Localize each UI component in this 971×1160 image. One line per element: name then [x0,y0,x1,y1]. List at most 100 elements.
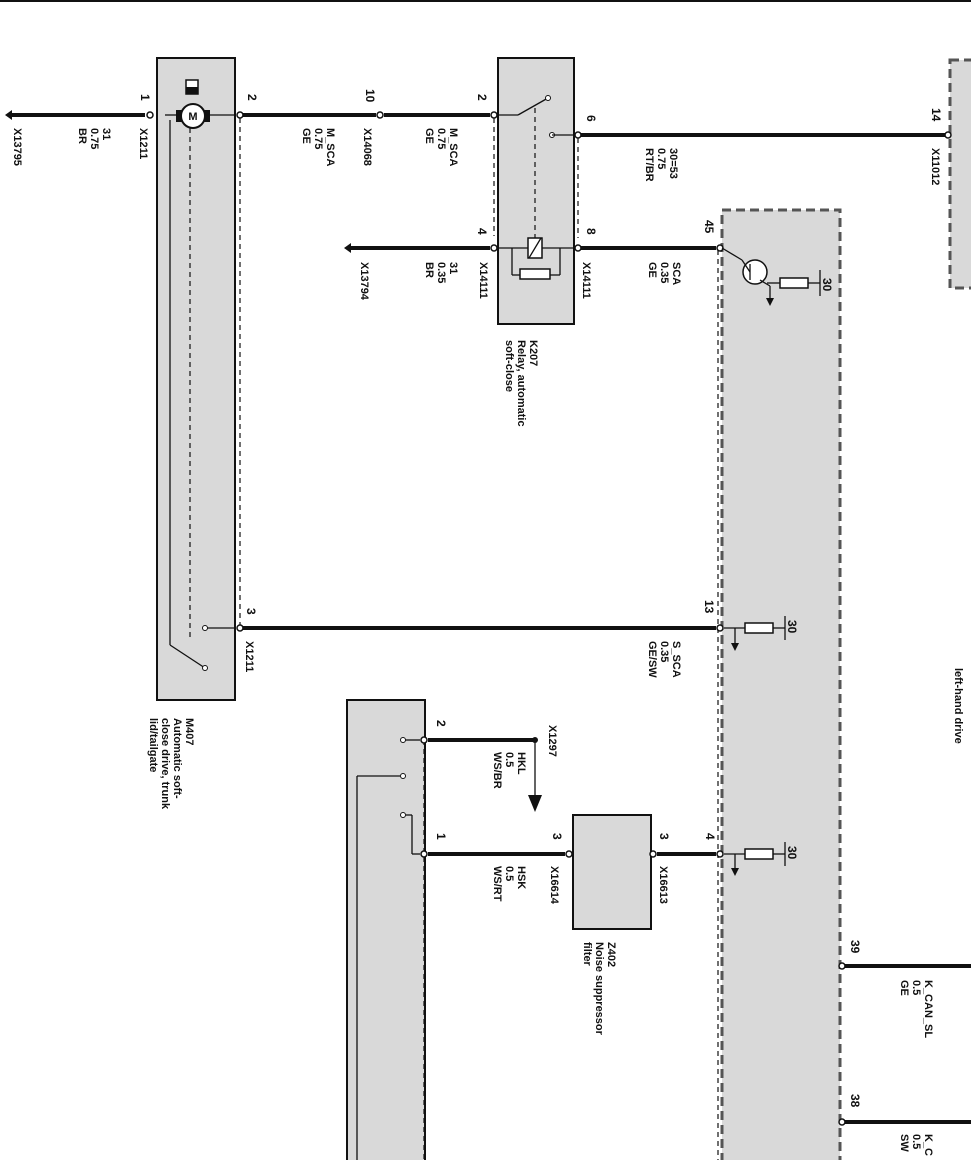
pin-1-cu: 1 [434,833,448,840]
pin-8: 8 [584,228,598,235]
svg-text:0.5: 0.5 [910,980,922,995]
svg-text:30=53: 30=53 [667,148,679,179]
wire-label-w11: K_C 0.5 SW [898,1134,934,1156]
wire-label-w1: 31 0.75 BR [76,128,112,149]
svg-text:lid/tailgate: lid/tailgate [147,718,159,772]
svg-text:HSK: HSK [515,866,527,889]
pin-6: 6 [584,115,598,122]
pin-2-cu: 2 [434,720,448,727]
pin-38: 38 [848,1094,862,1108]
m407-switch-icon [169,120,236,671]
svg-text:Noise suppressor: Noise suppressor [593,942,605,1036]
svg-text:M_SCA: M_SCA [324,128,336,167]
wire-label-w4: 30=53 0.75 RT/BR [643,148,679,182]
svg-text:0.75: 0.75 [435,128,447,149]
svg-text:HKL: HKL [515,752,527,775]
svg-text:RT/BR: RT/BR [643,148,655,182]
svg-text:0.5: 0.5 [503,752,515,767]
svg-text:K_C: K_C [922,1134,934,1156]
x1297-arrow [528,795,542,812]
ref-30-b: 30 [785,620,799,634]
pin-14: 14 [929,108,943,122]
svg-text:SCA: SCA [670,262,682,285]
pin-4-k207: 4 [475,228,489,235]
wire-label-w10: K_CAN_SL 0.5 GE [898,980,934,1038]
wire-label-w7: S_SCA 0.35 GE/SW [646,641,682,678]
pin-2: 2 [245,94,259,101]
ref-30-a: 30 [820,278,834,292]
pin-2-k207: 2 [475,94,489,101]
k207-description: K207 Relay, automatic soft-close [503,340,539,427]
connector-x1297: X1297 [546,725,558,757]
m407-description: M407 Automatic soft- close drive, trunk … [147,718,195,810]
svg-text:GE: GE [646,262,658,278]
relay-icon [498,95,574,280]
connector-x16614: X16614 [548,866,560,905]
pin-3-z402-in: 3 [550,833,564,840]
m407-box [156,57,236,701]
connector-x1211-b: X1211 [243,641,255,672]
svg-text:filter: filter [581,942,593,967]
connector-x13794: X13794 [358,262,370,301]
wire-label-w8: HKL 0.5 WS/BR [491,752,527,789]
svg-text:0.35: 0.35 [435,262,447,283]
k207-box [497,57,575,325]
connector-x14111-b: X14111 [580,262,592,299]
svg-text:WS/BR: WS/BR [491,752,503,789]
motor-label: M [188,111,197,123]
svg-text:0.75: 0.75 [312,128,324,149]
svg-text:BR: BR [76,128,88,144]
resistor-icon-2 [724,842,786,876]
svg-text:0.5: 0.5 [503,866,515,881]
svg-text:GE/SW: GE/SW [646,641,658,678]
ground-arrow-1 [5,110,12,120]
svg-text:GE: GE [423,128,435,144]
wire-label-w6: SCA 0.35 GE [646,262,682,285]
svg-text:GE: GE [898,980,910,996]
pin-4-module: 4 [703,833,717,840]
pin-10: 10 [363,89,377,103]
connector-x13795: X13795 [11,128,23,166]
connector-x1211-a: X1211 [137,128,149,159]
connector-x14068: X14068 [361,128,373,166]
svg-text:0.35: 0.35 [658,641,670,662]
pin-39: 39 [848,940,862,954]
svg-text:0.75: 0.75 [655,148,667,169]
svg-text:K207: K207 [527,340,539,366]
svg-text:WS/RT: WS/RT [491,866,503,902]
svg-text:Relay, automatic: Relay, automatic [515,340,527,427]
z402-description: Z402 Noise suppressor filter [581,942,617,1036]
svg-text:SW: SW [898,1134,910,1152]
connector-x16613: X16613 [657,866,669,904]
svg-text:M407: M407 [183,718,195,746]
svg-text:S_SCA: S_SCA [670,641,682,678]
z402-box [572,814,652,930]
pin-nubs [146,111,952,1126]
pin-3-z402-out: 3 [657,833,671,840]
svg-text:0.5: 0.5 [910,1134,922,1149]
ground-arrow-2 [344,243,351,253]
ref-30-c: 30 [785,846,799,860]
svg-text:0.35: 0.35 [658,262,670,283]
wire-label-w9: HSK 0.5 WS/RT [491,866,527,902]
svg-text:Z402: Z402 [605,942,617,967]
transistor-icon [721,247,821,306]
connector-x14111-a: X14111 [477,262,489,299]
pin-3-m407: 3 [244,608,258,615]
connector-x11012: X11012 [929,148,941,185]
svg-text:31: 31 [447,262,459,274]
cu-switch-icon [356,737,420,1160]
wire-label-w5: 31 0.35 BR [423,262,459,283]
body-module-box [720,208,842,1160]
x1297-dot [532,737,538,743]
svg-text:GE: GE [300,128,312,144]
svg-text:M_SCA: M_SCA [447,128,459,167]
control-unit-box [346,699,426,1160]
resistor-icon-1 [724,616,786,651]
svg-text:31: 31 [100,128,112,140]
svg-text:K_CAN_SL: K_CAN_SL [922,980,934,1038]
svg-text:0.75: 0.75 [88,128,100,149]
motor-icon [165,79,236,129]
wire-label-w3: M_SCA 0.75 GE [423,128,459,167]
